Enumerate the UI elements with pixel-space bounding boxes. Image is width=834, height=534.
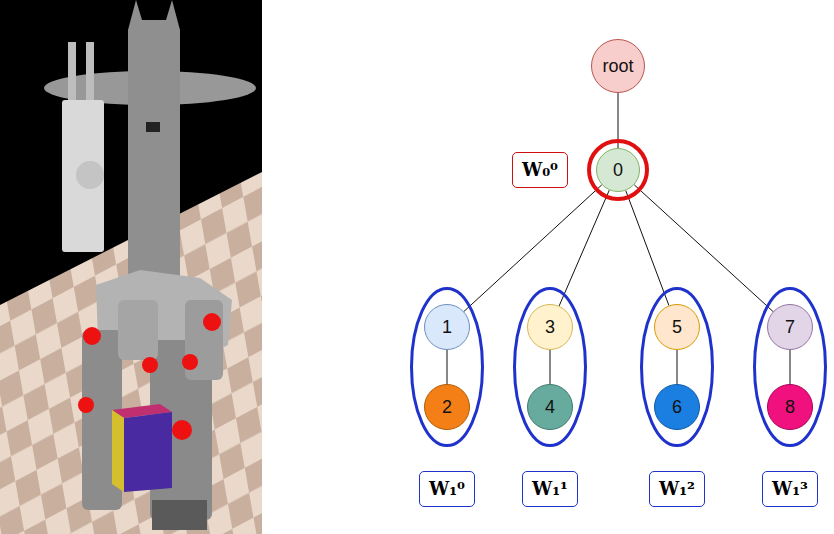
tree-node: 2 xyxy=(424,384,470,430)
prong xyxy=(68,42,76,102)
weight-label: W₁² xyxy=(649,471,705,507)
joint-highlight xyxy=(83,327,101,345)
slot xyxy=(146,122,160,132)
weight-label: W₁¹ xyxy=(522,471,578,507)
tree-edge xyxy=(677,350,678,384)
edge-line xyxy=(634,185,773,312)
edge-line xyxy=(550,350,551,384)
node-label: root xyxy=(602,57,633,75)
edge-line xyxy=(559,190,609,306)
node-label: 5 xyxy=(672,318,682,336)
hanging-arm xyxy=(62,100,104,252)
tree-edge xyxy=(626,191,669,306)
weight-group: W₀⁰0 xyxy=(587,139,649,201)
group-ellipse xyxy=(642,289,713,446)
tree-node: root xyxy=(591,39,645,93)
tree-node: 8 xyxy=(767,384,813,430)
tree-edge xyxy=(464,185,602,312)
node-label: 6 xyxy=(672,398,682,416)
tree-node: 6 xyxy=(654,384,700,430)
edge-line xyxy=(677,350,678,384)
group-ellipse xyxy=(515,289,586,446)
joint-highlight xyxy=(143,52,172,84)
node-label: 3 xyxy=(545,318,555,336)
joint-highlight xyxy=(172,420,192,440)
node-label: 8 xyxy=(785,398,795,416)
edge-line xyxy=(464,185,602,312)
background xyxy=(0,0,262,534)
joint-highlight xyxy=(182,354,198,370)
weight-label: W₀⁰ xyxy=(512,152,568,188)
edge-line xyxy=(447,350,448,384)
weight-group: W₁⁰12 xyxy=(410,287,484,447)
column xyxy=(128,0,180,300)
tree-node: 7 xyxy=(767,304,813,350)
group-ellipse xyxy=(589,141,647,199)
weight-group: W₁²56 xyxy=(640,287,714,447)
tree-edge xyxy=(550,350,551,384)
tree-node: 1 xyxy=(424,304,470,350)
group-ellipse xyxy=(755,289,826,446)
node-label: 4 xyxy=(545,398,555,416)
node-label: 0 xyxy=(613,161,623,179)
tree-node: 5 xyxy=(654,304,700,350)
weight-group: W₁³78 xyxy=(753,287,827,447)
tree-edge xyxy=(790,350,791,384)
joint-highlight xyxy=(78,397,94,413)
node-label: 1 xyxy=(442,318,452,336)
edge-line xyxy=(626,191,669,306)
node-label: 7 xyxy=(785,318,795,336)
edge-line xyxy=(790,350,791,384)
cube-face xyxy=(124,412,172,492)
tree-edge xyxy=(447,350,448,384)
weight-label: W₁⁰ xyxy=(419,471,475,507)
arm-joint xyxy=(76,161,104,189)
tree-node: 0 xyxy=(596,148,640,192)
robot-hand-render xyxy=(0,0,262,534)
tree-edge xyxy=(559,190,609,306)
joint-highlight xyxy=(142,357,158,373)
prong xyxy=(86,42,94,102)
tree-node: 4 xyxy=(527,384,573,430)
node-label: 2 xyxy=(442,398,452,416)
finger xyxy=(118,300,158,360)
tree-edge xyxy=(634,185,773,312)
weight-label: W₁³ xyxy=(762,471,818,507)
joint-highlight xyxy=(203,313,221,331)
group-ellipse xyxy=(412,289,483,446)
weight-group: W₁¹34 xyxy=(513,287,587,447)
tree-node: 3 xyxy=(527,304,573,350)
cube-face xyxy=(112,410,124,492)
fingertip xyxy=(152,500,207,530)
